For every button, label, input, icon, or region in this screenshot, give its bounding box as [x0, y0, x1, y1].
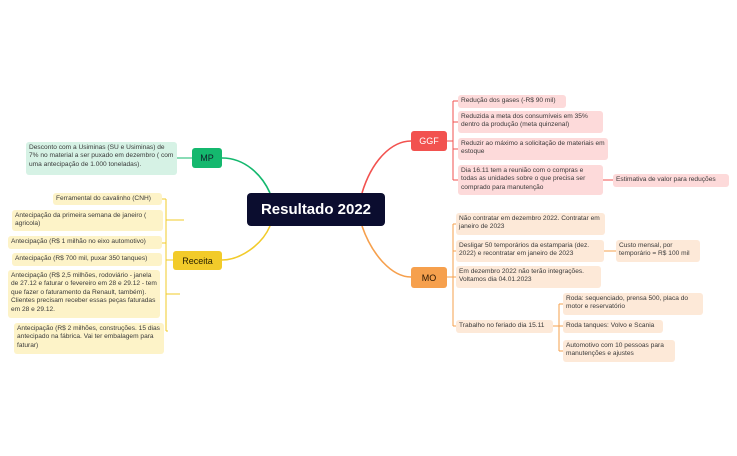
mo-feriado-subitem[interactable]: Roda tanques: Volvo e Scania	[563, 320, 663, 333]
mp-item[interactable]: Desconto com a Usiminas (SU e Usiminas) …	[26, 142, 177, 175]
ggf-item[interactable]: Redução dos gases (-R$ 90 mil)	[458, 95, 566, 108]
mo-item[interactable]: Desligar 50 temporários da estamparia (d…	[456, 240, 604, 262]
topic-receita[interactable]: Receita	[173, 251, 222, 270]
topic-ggf[interactable]: GGF	[411, 131, 447, 151]
ggf-item[interactable]: Reduzida a meta dos consumíveis em 35% d…	[458, 111, 603, 133]
topic-mp[interactable]: MP	[192, 148, 222, 168]
mo-feriado-subitem[interactable]: Roda: sequenciado, prensa 500, placa do …	[563, 293, 703, 315]
ggf-item[interactable]: Dia 16.11 tem a reunião com o compras e …	[458, 165, 603, 195]
link-central-mp	[221, 157, 271, 194]
mo-subitem[interactable]: Custo mensal, por temporário = R$ 100 mi…	[616, 240, 700, 262]
mo-bracket	[447, 223, 616, 352]
receita-item[interactable]: Antecipação (R$ 1 milhão no eixo automot…	[8, 236, 162, 249]
receita-item[interactable]: Antecipação (R$ 700 mil, puxar 350 tanqu…	[12, 253, 162, 266]
mo-feriado-subitem[interactable]: Automotivo com 10 pessoas para manutençõ…	[563, 340, 675, 362]
central-topic[interactable]: Resultado 2022	[247, 193, 385, 226]
receita-bracket	[162, 198, 184, 332]
mo-item[interactable]: Trabalho no feriado dia 15.11	[456, 320, 553, 333]
receita-item[interactable]: Antecipação (R$ 2 milhões, construções. …	[14, 323, 164, 354]
mo-item[interactable]: Não contratar em dezembro 2022. Contrata…	[456, 213, 605, 235]
ggf-subitem[interactable]: Estimativa de valor para reduções	[613, 174, 729, 187]
receita-item[interactable]: Antecipação (R$ 2,5 milhões, rodoviário …	[8, 270, 160, 318]
mo-item[interactable]: Em dezembro 2022 não terão integrações. …	[456, 266, 601, 288]
receita-item[interactable]: Ferramental do cavalinho (CNH)	[53, 193, 162, 205]
link-central-ggf	[361, 140, 412, 194]
link-central-mo	[361, 225, 412, 278]
topic-mo[interactable]: MO	[411, 267, 447, 288]
ggf-item[interactable]: Reduzir ao máximo a solicitação de mater…	[458, 138, 608, 160]
receita-item[interactable]: Antecipação da primeira semana de janeir…	[12, 210, 163, 231]
link-central-receita	[221, 225, 271, 261]
ggf-bracket	[447, 100, 613, 181]
